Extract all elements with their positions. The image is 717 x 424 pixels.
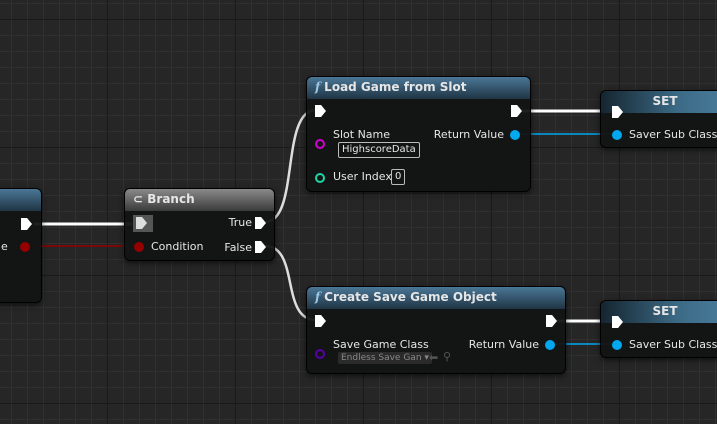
browse-icon[interactable]: ⚲: [443, 350, 452, 363]
set-node-2[interactable]: SET Saver Sub Class: [600, 300, 717, 358]
return-value-pin[interactable]: [510, 130, 520, 140]
set-header: SET: [601, 91, 717, 113]
saver-sub-class-label: Saver Sub Class: [629, 338, 717, 351]
return-value-pin[interactable]: [545, 340, 555, 350]
return-value-label: Return Value: [468, 338, 539, 351]
function-icon: f: [315, 80, 321, 94]
save-game-class-select[interactable]: Endless Save Gan ▾: [338, 352, 432, 364]
branch-icon: ⊂: [133, 192, 144, 206]
saver-sub-class-pin[interactable]: [612, 340, 622, 350]
condition-label: Condition: [151, 240, 204, 253]
true-pin[interactable]: [255, 217, 266, 229]
slot-name-input[interactable]: HighscoreData: [338, 142, 420, 158]
exec-in-pin[interactable]: [133, 215, 153, 232]
false-pin[interactable]: [255, 241, 266, 253]
user-index-pin[interactable]: [315, 173, 325, 183]
exec-out-pin[interactable]: [546, 315, 557, 327]
pin-label: lue: [0, 240, 8, 253]
left-node[interactable]: lue: [0, 188, 42, 303]
slot-name-pin[interactable]: [315, 139, 325, 149]
user-index-input[interactable]: 0: [391, 169, 406, 185]
save-game-class-pin[interactable]: [315, 349, 325, 359]
branch-node[interactable]: ⊂ Branch True Condition False: [124, 188, 275, 261]
exec-in-pin[interactable]: [612, 316, 623, 328]
use-selected-icon[interactable]: ⬅: [429, 351, 439, 364]
load-game-title: Load Game from Slot: [324, 80, 467, 94]
set-header: SET: [601, 301, 717, 323]
bool-out-pin[interactable]: [20, 242, 30, 252]
function-icon: f: [315, 290, 321, 304]
false-label: False: [224, 241, 252, 254]
saver-sub-class-pin[interactable]: [612, 130, 622, 140]
set-node-1[interactable]: SET Saver Sub Class: [600, 90, 717, 148]
save-game-class-label: Save Game Class: [333, 338, 429, 351]
branch-title: Branch: [147, 192, 195, 206]
exec-out-pin[interactable]: [21, 218, 32, 230]
saver-sub-class-label: Saver Sub Class: [629, 128, 717, 141]
exec-wire-true-load: [264, 108, 317, 224]
create-save-title: Create Save Game Object: [324, 290, 497, 304]
exec-in-pin[interactable]: [315, 105, 326, 117]
slot-name-label: Slot Name: [333, 128, 391, 141]
return-value-label: Return Value: [433, 128, 504, 141]
exec-out-pin[interactable]: [511, 105, 522, 117]
branch-header: ⊂ Branch: [125, 189, 274, 211]
condition-pin[interactable]: [134, 242, 144, 252]
true-label: True: [228, 216, 252, 229]
left-node-header: [0, 189, 41, 211]
exec-in-pin[interactable]: [315, 315, 326, 327]
user-index-label: User Index: [333, 170, 392, 183]
exec-in-pin[interactable]: [612, 106, 623, 118]
